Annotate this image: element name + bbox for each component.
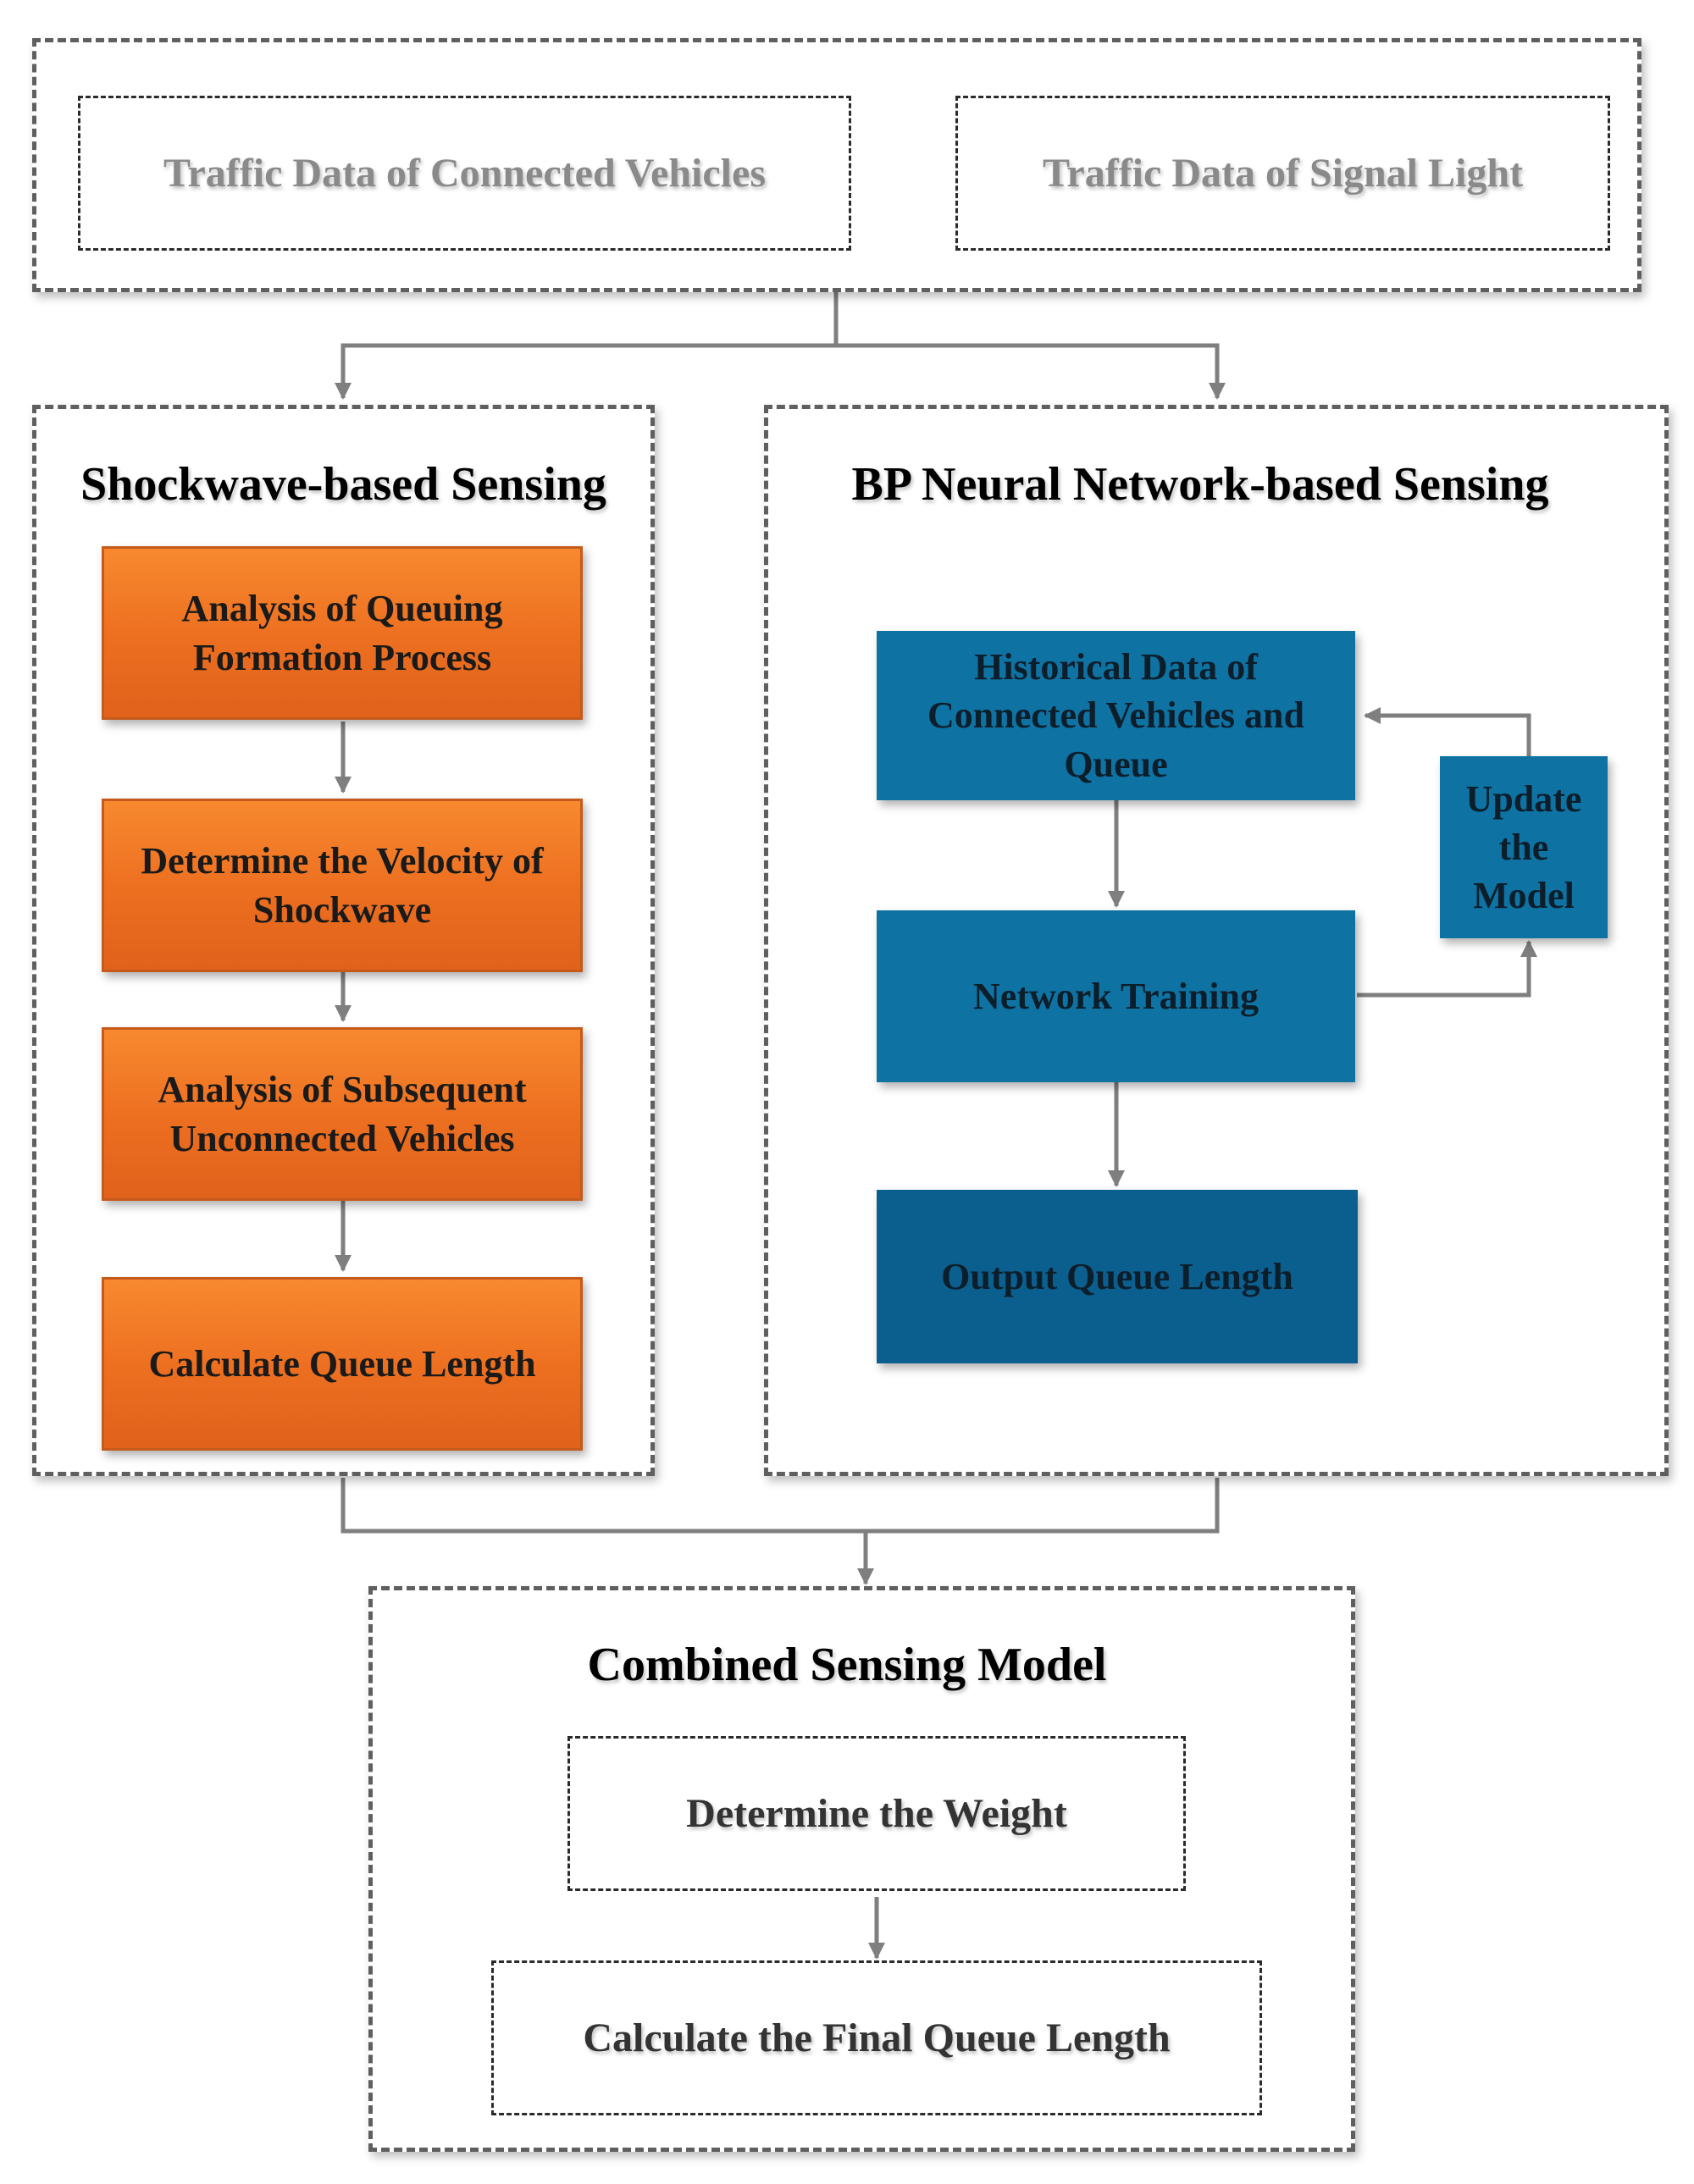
shockwave-step-unconnected-vehicles: Analysis of Subsequent Unconnected Vehic… (102, 1027, 583, 1201)
determine-weight-box: Determine the Weight (567, 1736, 1186, 1891)
input-split-line-right (836, 343, 1226, 400)
output-queue-length-box: Output Queue Length (877, 1190, 1358, 1363)
network-training-box: Network Training (877, 910, 1355, 1082)
merge-line (340, 1478, 1220, 1534)
arrow-train-update (1357, 940, 1537, 998)
historical-data-box: Historical Data of Connected Vehicles an… (877, 631, 1355, 800)
final-queue-length-label: Calculate the Final Queue Length (583, 2015, 1171, 2060)
bp-sensing-group (764, 405, 1669, 1476)
signal-light-data-box: Traffic Data of Signal Light (955, 96, 1610, 251)
determine-weight-label: Determine the Weight (686, 1791, 1067, 1836)
connected-vehicles-data-box: Traffic Data of Connected Vehicles (78, 96, 851, 251)
shockwave-sensing-group (32, 405, 655, 1476)
connected-vehicles-data-label: Traffic Data of Connected Vehicles (163, 151, 766, 196)
update-model-box: Update the Model (1440, 756, 1608, 938)
final-queue-length-box: Calculate the Final Queue Length (491, 1960, 1262, 2115)
signal-light-data-label: Traffic Data of Signal Light (1042, 151, 1524, 196)
combined-sensing-title: Combined Sensing Model (587, 1639, 1107, 1691)
shockwave-step-velocity: Determine the Velocity of Shockwave (102, 799, 583, 972)
shockwave-sensing-title: Shockwave-based Sensing (80, 458, 606, 511)
combined-sensing-group (368, 1586, 1355, 2152)
shockwave-step-calculate-queue: Calculate Queue Length (102, 1277, 583, 1451)
input-data-group (32, 38, 1641, 292)
input-split-line (335, 292, 839, 400)
shockwave-step-queuing-formation: Analysis of Queuing Formation Process (102, 546, 583, 720)
bp-sensing-title: BP Neural Network-based Sensing (851, 458, 1549, 511)
arrow-update-hist (1364, 707, 1531, 756)
